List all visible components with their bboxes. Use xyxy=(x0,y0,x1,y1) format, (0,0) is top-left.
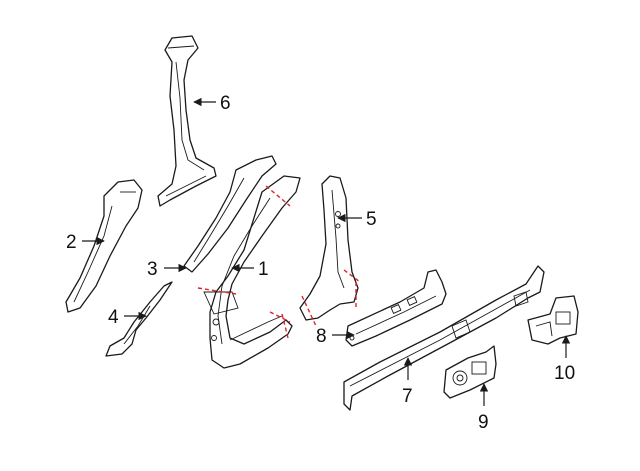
cut-line xyxy=(265,185,291,207)
callout-7: 7 xyxy=(402,386,413,407)
part-1-front-body-pillar xyxy=(203,175,301,369)
cut-line xyxy=(269,311,291,323)
cut-line xyxy=(301,295,317,327)
callout-1: 1 xyxy=(258,259,269,280)
callout-6: 6 xyxy=(220,93,231,114)
cut-lines xyxy=(197,185,361,339)
callout-8: 8 xyxy=(316,326,327,347)
cut-line xyxy=(343,269,361,283)
part-5-center-pillar-lower xyxy=(299,175,359,321)
callout-10: 10 xyxy=(554,363,575,384)
part-3-a-pillar-reinforcement xyxy=(183,155,277,273)
part-6-b-pillar xyxy=(157,35,217,207)
part-7-rocker-panel xyxy=(343,265,545,411)
part-8-rocker-reinforcement xyxy=(345,269,447,347)
callout-9: 9 xyxy=(478,412,489,433)
callout-2: 2 xyxy=(66,232,77,253)
part-9-bracket xyxy=(443,345,497,399)
part-10-bracket xyxy=(527,295,579,345)
callout-3: 3 xyxy=(147,259,158,280)
part-2-a-pillar-inner xyxy=(65,179,143,313)
callout-4: 4 xyxy=(108,307,119,328)
callout-labels: 1 2 3 4 5 6 7 8 9 10 xyxy=(66,93,575,433)
leader-lines xyxy=(82,97,571,406)
callout-5: 5 xyxy=(366,209,377,230)
